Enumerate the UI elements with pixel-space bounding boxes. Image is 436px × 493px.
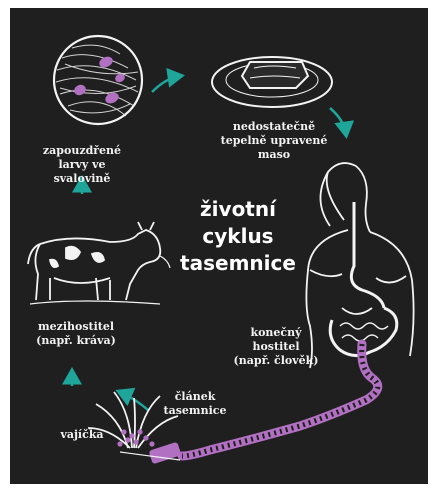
label-tapeworm-segment: článek tasemnice	[156, 390, 234, 418]
diagram-title: životní cyklus tasemnice	[178, 196, 298, 277]
label-intermediate-host: mezihostitel (např. kráva)	[12, 320, 140, 348]
label-eggs: vajíčka	[52, 428, 112, 442]
label-final-host: konečný hostitel (např. člověk)	[224, 326, 328, 368]
label-undercooked-meat: nedostatečně tepelně upravené maso	[204, 120, 344, 162]
label-larvae-in-muscle: zapouzdřené larvy ve svalovině	[22, 144, 142, 186]
meat-icon	[212, 57, 332, 107]
tapeworm-lifecycle-diagram: životní cyklus tasemnice zapouzdřené lar…	[10, 8, 428, 484]
cow-icon	[28, 222, 170, 304]
larvae-circle-icon	[54, 36, 142, 124]
